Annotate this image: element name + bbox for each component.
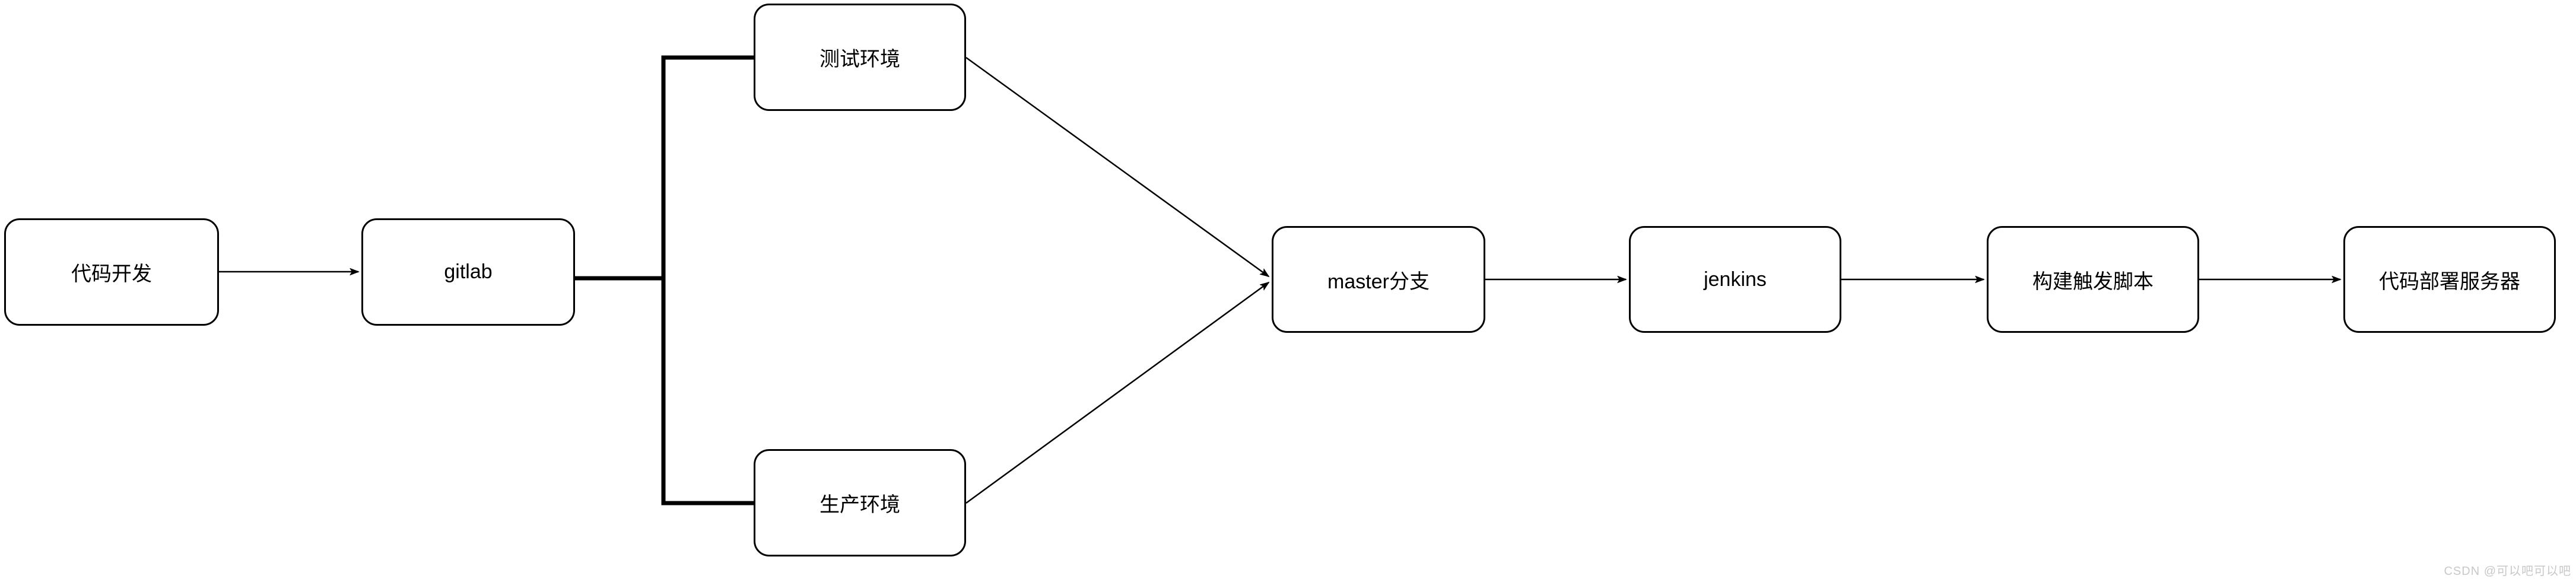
node-master-branch: master分支 — [1272, 226, 1485, 333]
edge-junction-test-prod — [661, 55, 754, 505]
csdn-watermark: CSDN @可以吧可以吧 — [2444, 565, 2571, 578]
edge-test-master — [965, 56, 1269, 276]
node-label: jenkins — [1704, 268, 1767, 291]
node-build-trigger-script: 构建触发脚本 — [1987, 226, 2199, 333]
node-deploy-server: 代码部署服务器 — [2343, 226, 2556, 333]
node-label: 测试环境 — [820, 48, 900, 71]
node-label: 构建触发脚本 — [2032, 270, 2153, 293]
node-gitlab: gitlab — [361, 218, 575, 326]
node-jenkins: jenkins — [1629, 226, 1841, 333]
node-label: gitlab — [444, 260, 493, 283]
node-production-environment: 生产环境 — [754, 449, 966, 556]
node-code-development: 代码开发 — [4, 218, 219, 326]
edge-prod-master — [965, 282, 1269, 504]
node-label: 生产环境 — [820, 494, 900, 516]
node-test-environment: 测试环境 — [754, 4, 966, 111]
node-label: 代码开发 — [71, 263, 152, 285]
node-label: 代码部署服务器 — [2379, 270, 2520, 293]
node-label: master分支 — [1327, 270, 1430, 293]
